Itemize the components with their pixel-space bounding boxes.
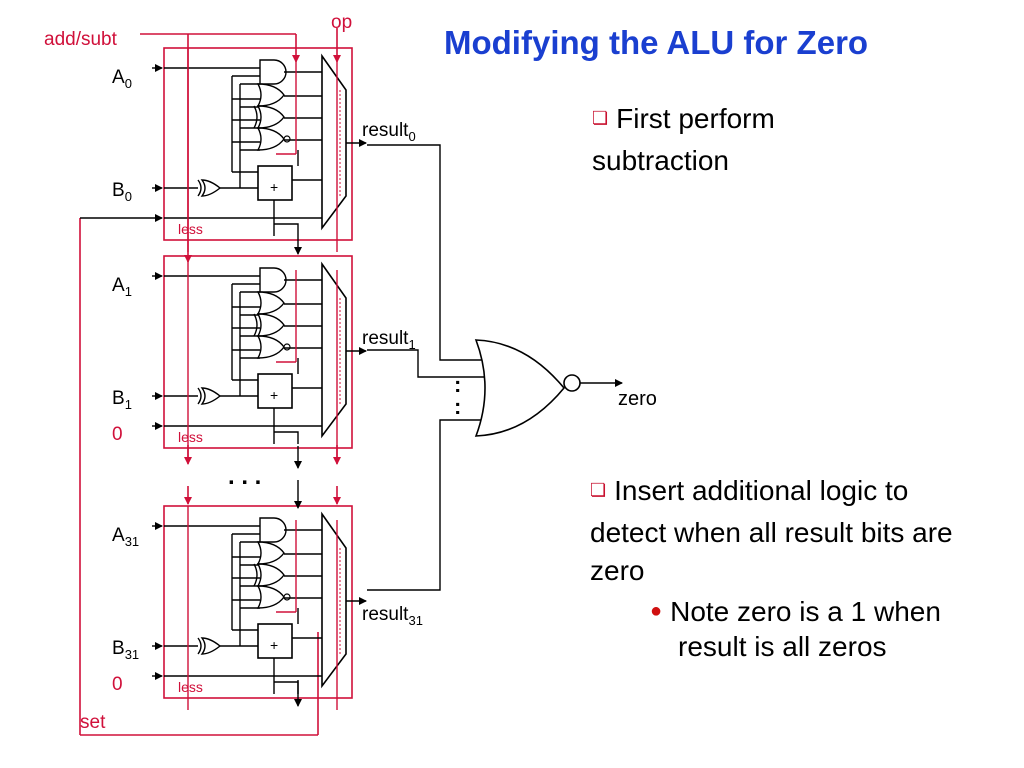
input-b-label-subscript: 0 — [125, 189, 132, 204]
logic-gate — [256, 83, 285, 107]
input-a-label-subscript: 31 — [125, 534, 139, 549]
xor-gate — [197, 179, 222, 197]
input-a-label-base: A — [112, 525, 125, 546]
logic-gate — [256, 105, 285, 129]
square-bullet-icon: ❏ — [592, 108, 609, 129]
adder-box — [257, 165, 293, 201]
slide-title: Modifying the ALU for Zero — [444, 24, 869, 61]
less-zero-input: 0 — [112, 424, 123, 445]
bullet-1: ❏First perform subtraction — [592, 100, 892, 180]
logic-gate — [256, 563, 285, 587]
slice-box — [163, 47, 353, 241]
less-zero-input: 0 — [112, 674, 123, 695]
less-label: less — [178, 429, 203, 445]
result-label: result31 — [362, 604, 423, 628]
input-a-label: A1 — [112, 275, 132, 299]
result-mux — [321, 511, 347, 689]
adder-symbol: + — [270, 387, 278, 403]
result-label-subscript: 0 — [408, 129, 415, 144]
logic-gate — [256, 335, 285, 359]
adder-symbol: + — [270, 637, 278, 653]
adder-symbol: + — [270, 179, 278, 195]
bullet-1-text: First perform subtraction — [592, 103, 775, 176]
input-a-label-base: A — [112, 275, 125, 296]
result-mux — [321, 53, 347, 231]
slice-ellipsis: . . . — [228, 463, 261, 490]
input-b-label: B31 — [112, 638, 139, 662]
vertical-ellipsis: : — [454, 372, 461, 397]
input-a-label: A0 — [112, 67, 132, 91]
sub-bullet-text: Note zero is a 1 when result is all zero… — [670, 596, 941, 662]
nor-gate: : : zero — [454, 339, 657, 437]
result-label-base: result — [362, 120, 409, 141]
result-label: result0 — [362, 120, 416, 144]
slice-box — [163, 255, 353, 449]
sub-bullet: ● Note zero is a 1 when result is all zer… — [650, 596, 978, 663]
logic-gate — [256, 313, 285, 337]
logic-gate — [256, 127, 285, 151]
input-a-label: A31 — [112, 525, 139, 549]
adder-box — [257, 373, 293, 409]
adder-box — [257, 623, 293, 659]
square-bullet-icon: ❏ — [590, 480, 607, 501]
xor-gate — [197, 387, 222, 405]
and-gate — [259, 267, 287, 293]
result-label-base: result — [362, 604, 409, 625]
input-b-label: B1 — [112, 388, 132, 412]
less-label: less — [178, 679, 203, 695]
less-label: less — [178, 221, 203, 237]
control-lines — [79, 28, 341, 736]
and-gate — [259, 517, 287, 543]
input-a-label-subscript: 1 — [125, 284, 132, 299]
vertical-ellipsis: : — [454, 394, 461, 419]
bullet-2-text: Insert additional logic to detect when a… — [590, 475, 953, 586]
result-label-base: result — [362, 328, 409, 349]
result-label-subscript: 1 — [408, 337, 415, 352]
input-b-label-subscript: 31 — [125, 647, 139, 662]
round-dot-icon: ● — [650, 600, 663, 622]
result-label: result1 — [362, 328, 416, 352]
zero-output-label: zero — [618, 388, 657, 410]
input-a-label-subscript: 0 — [125, 76, 132, 91]
input-b-label-base: B — [112, 388, 125, 409]
add-subt-label: add/subt — [44, 29, 118, 50]
result-wires — [367, 144, 494, 591]
input-b-label-subscript: 1 — [125, 397, 132, 412]
op-label: op — [331, 12, 352, 33]
input-b-label: B0 — [112, 180, 132, 204]
input-a-label-base: A — [112, 67, 125, 88]
input-b-label-base: B — [112, 638, 125, 659]
logic-gate — [256, 585, 285, 609]
result-mux — [321, 261, 347, 439]
logic-gate — [256, 541, 285, 565]
logic-gate — [256, 291, 285, 315]
and-gate — [259, 59, 287, 85]
result-label-subscript: 31 — [408, 613, 422, 628]
slice-box — [163, 505, 353, 699]
bullet-2: ❏Insert additional logic to detect when … — [590, 472, 970, 590]
set-label: set — [80, 712, 106, 733]
xor-gate — [197, 637, 222, 655]
input-b-label-base: B — [112, 180, 125, 201]
